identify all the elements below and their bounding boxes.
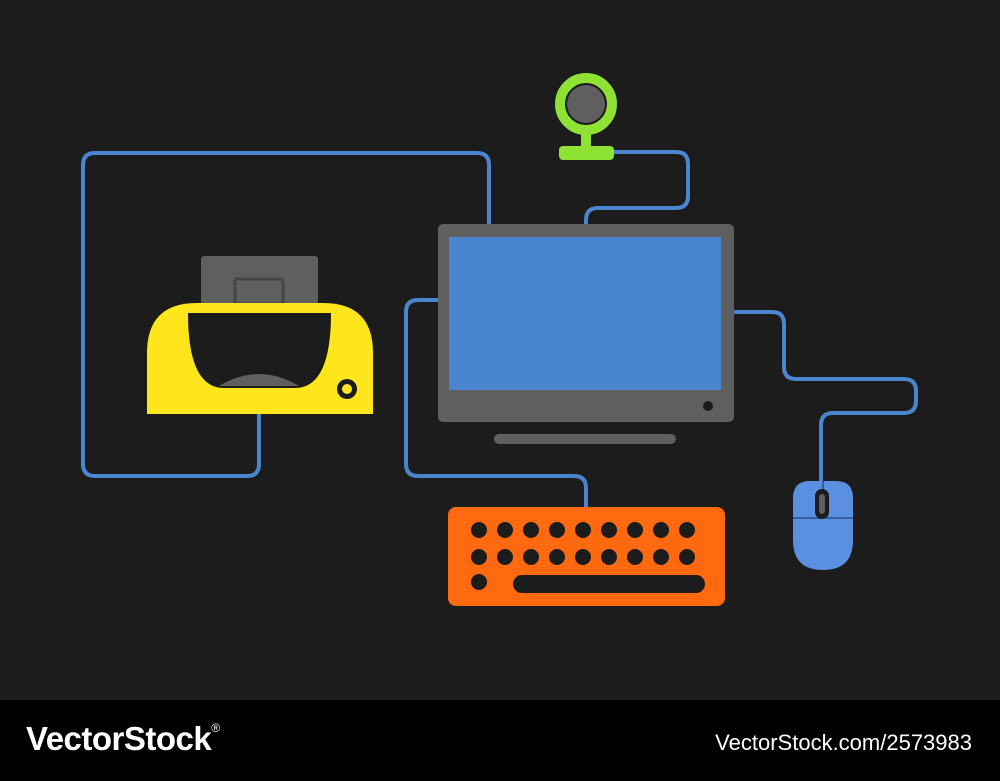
computer-peripherals-illustration xyxy=(81,73,918,606)
monitor-icon xyxy=(438,224,734,444)
printer-power-button-inner xyxy=(342,384,352,394)
webcam-lens xyxy=(567,85,605,123)
keyboard-key xyxy=(601,549,617,565)
mouse-icon xyxy=(793,481,853,570)
mouse-scroll-wheel-inner xyxy=(819,494,825,514)
keyboard-key xyxy=(497,549,513,565)
webcam-to-monitor-cable xyxy=(584,150,690,226)
keyboard-key xyxy=(575,522,591,538)
keyboard-key xyxy=(497,522,513,538)
keyboard-key xyxy=(601,522,617,538)
keyboard-key xyxy=(627,549,643,565)
printer-output-paper xyxy=(219,374,299,386)
printer-to-monitor-cable xyxy=(81,151,491,478)
mouse-body xyxy=(793,481,853,570)
keyboard-key xyxy=(653,522,669,538)
printer-icon xyxy=(147,256,373,414)
monitor-power-button xyxy=(703,401,713,411)
watermark-footer: VectorStock® VectorStock.com/2573983 xyxy=(0,700,1000,781)
keyboard-key xyxy=(471,549,487,565)
webcam-neck xyxy=(581,126,591,148)
keyboard-key xyxy=(679,522,695,538)
webcam-icon xyxy=(555,73,617,160)
keyboard-spacebar xyxy=(513,575,705,593)
keyboard-key xyxy=(653,549,669,565)
keyboard-keys xyxy=(471,522,695,590)
image-id-text: VectorStock.com/2573983 xyxy=(715,730,972,755)
keyboard-to-monitor-cable xyxy=(404,298,588,509)
keyboard-icon xyxy=(448,507,725,606)
mouse-to-monitor-cable xyxy=(731,310,918,484)
keyboard-key xyxy=(627,522,643,538)
keyboard-key xyxy=(679,549,695,565)
keyboard-key xyxy=(549,522,565,538)
webcam-base xyxy=(559,146,614,160)
brand-name: VectorStock xyxy=(26,720,212,757)
keyboard-key xyxy=(523,522,539,538)
monitor-stand xyxy=(494,434,676,444)
cables xyxy=(81,150,918,509)
vectorstock-logo: VectorStock® xyxy=(26,720,220,758)
printer-output-opening xyxy=(188,313,331,388)
keyboard-key xyxy=(471,574,487,590)
monitor-screen xyxy=(449,237,721,390)
registered-mark: ® xyxy=(211,721,220,735)
keyboard-key xyxy=(575,549,591,565)
keyboard-key xyxy=(549,549,565,565)
keyboard-key xyxy=(471,522,487,538)
keyboard-key xyxy=(523,549,539,565)
